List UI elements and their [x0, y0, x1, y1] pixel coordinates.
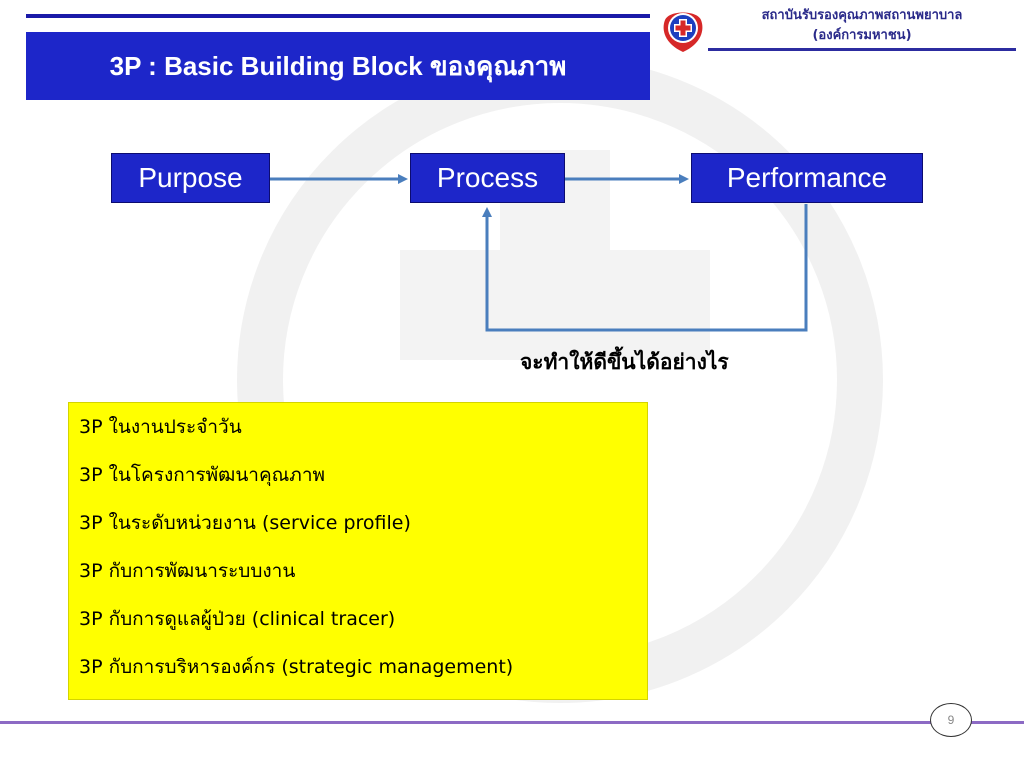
- improvement-question: จะทำให้ดีขึ้นได้อย่างไร: [520, 350, 729, 374]
- page-title: 3P : Basic Building Block ของคุณภาพ: [26, 32, 650, 100]
- organization-name-line2: (องค์การมหาชน): [812, 28, 912, 43]
- application-list: 3P ในงานประจำวัน 3P ในโครงการพัฒนาคุณภาพ…: [68, 402, 648, 700]
- performance-box: Performance: [691, 153, 923, 203]
- organization-name-line1: สถาบันรับรองคุณภาพสถานพยาบาล: [761, 8, 963, 23]
- organization-logo-icon: [663, 12, 703, 52]
- top-rule: [26, 14, 650, 18]
- list-item: 3P กับการดูแลผู้ป่วย (clinical tracer): [79, 608, 396, 630]
- list-item: 3P กับการบริหารองค์กร (strategic managem…: [79, 656, 514, 678]
- list-item: 3P ในงานประจำวัน: [79, 416, 242, 438]
- list-item: 3P ในระดับหน่วยงาน (service profile): [79, 512, 411, 534]
- footer-rule: [0, 721, 1024, 724]
- feedback-loop-arrow: [482, 204, 808, 332]
- process-box: Process: [410, 153, 565, 203]
- purpose-box: Purpose: [111, 153, 270, 203]
- list-item: 3P กับการพัฒนาระบบงาน: [79, 560, 296, 582]
- list-item: 3P ในโครงการพัฒนาคุณภาพ: [79, 464, 326, 486]
- organization-name: สถาบันรับรองคุณภาพสถานพยาบาล (องค์การมหา…: [712, 6, 1012, 46]
- page-number: 9: [930, 703, 972, 737]
- header-rule-right: [708, 48, 1016, 51]
